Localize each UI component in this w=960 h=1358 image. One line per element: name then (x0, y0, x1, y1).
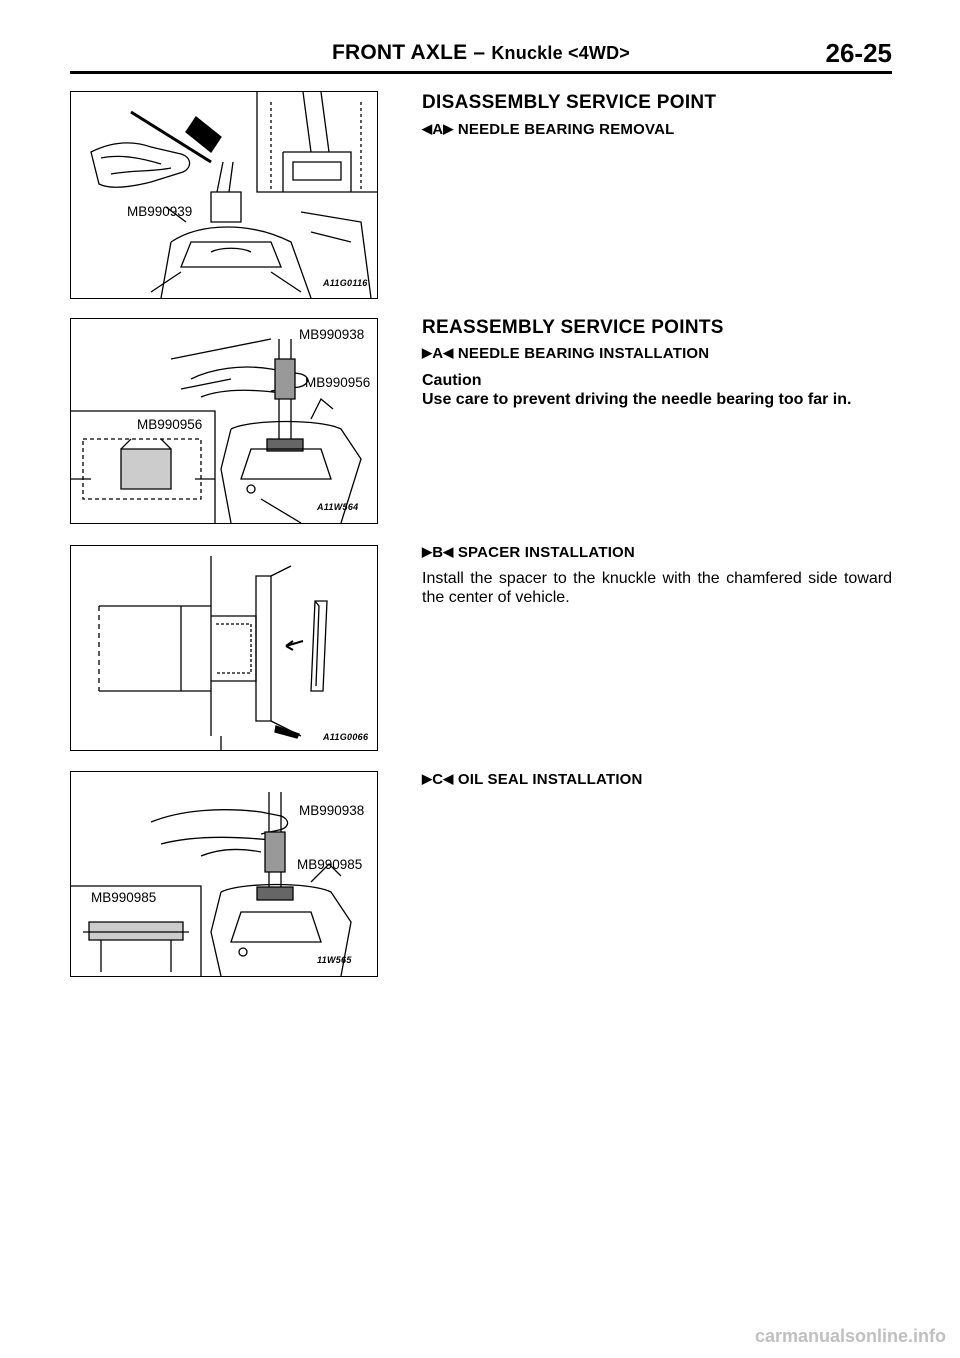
triangle-right-icon: ▶ (422, 544, 433, 559)
caution-text: Use care to prevent driving the needle b… (422, 391, 852, 408)
figure-code: A11G0116 (323, 278, 368, 288)
disassembly-heading: DISASSEMBLY SERVICE POINT (422, 92, 717, 113)
header-rule (70, 71, 892, 74)
figure-label: MB990938 (299, 327, 365, 342)
item-b-heading: ▶B◀ SPACER INSTALLATION (422, 544, 635, 561)
figure-needle-bearing-installation: MB990938 MB990956 MB990956 A11W564 (70, 318, 378, 524)
item-marker: A (432, 345, 444, 362)
illustration-bearing-installer (71, 338, 362, 523)
item-title: NEEDLE BEARING INSTALLATION (457, 345, 710, 362)
triangle-left-icon: ◀ (443, 544, 454, 559)
item-marker: C (432, 771, 444, 788)
item-a-removal-heading: ◀A▶ NEEDLE BEARING REMOVAL (422, 121, 674, 138)
figure-label: MB990938 (299, 803, 365, 818)
page-title: FRONT AXLE – Knuckle <4WD> (70, 41, 892, 65)
page-number: 26-25 (825, 38, 893, 68)
triangle-right-icon: ▶ (443, 121, 454, 136)
figure-code: A11G0066 (323, 732, 369, 742)
triangle-left-icon: ◀ (443, 345, 454, 360)
figure-code: A11W564 (317, 502, 359, 512)
item-a-install-heading: ▶A◀ NEEDLE BEARING INSTALLATION (422, 345, 709, 362)
triangle-right-icon: ▶ (422, 345, 433, 360)
illustration-spacer (98, 556, 328, 750)
item-marker: A (432, 121, 444, 138)
section-title: FRONT AXLE (331, 41, 468, 64)
item-title: SPACER INSTALLATION (457, 544, 635, 561)
reassembly-heading: REASSEMBLY SERVICE POINTS (422, 317, 724, 338)
figure-oil-seal-installation: MB990938 MB990985 MB990985 11W565 (70, 771, 378, 977)
triangle-left-icon: ◀ (443, 771, 454, 786)
illustration-hammer-removal (90, 92, 377, 298)
caution-label: Caution (422, 372, 482, 389)
page-header: FRONT AXLE – Knuckle <4WD> 26-25 (70, 38, 892, 74)
triangle-right-icon: ▶ (422, 771, 433, 786)
item-title: OIL SEAL INSTALLATION (457, 771, 643, 788)
figure-label: MB990985 (297, 857, 363, 872)
figure-label: MB990956 (137, 417, 203, 432)
watermark: carmanualsonline.info (754, 1326, 946, 1346)
item-title: NEEDLE BEARING REMOVAL (457, 121, 675, 138)
figure-label: MB990985 (91, 890, 157, 905)
item-marker: B (432, 544, 444, 561)
item-b-text: Install the spacer to the knuckle with t… (422, 570, 892, 606)
triangle-left-icon: ◀ (422, 121, 433, 136)
figure-needle-bearing-removal: MB990939 A11G0116 (70, 91, 378, 299)
subsection-title: Knuckle <4WD> (491, 43, 631, 63)
figure-label: MB990956 (305, 375, 371, 390)
figure-spacer-installation: A11G0066 (70, 545, 378, 751)
title-dash: – (473, 41, 486, 64)
figure-code: 11W565 (317, 955, 352, 965)
figure-label: MB990939 (127, 204, 193, 219)
illustration-oil-seal-installer (71, 792, 352, 976)
item-c-heading: ▶C◀ OIL SEAL INSTALLATION (422, 771, 643, 788)
